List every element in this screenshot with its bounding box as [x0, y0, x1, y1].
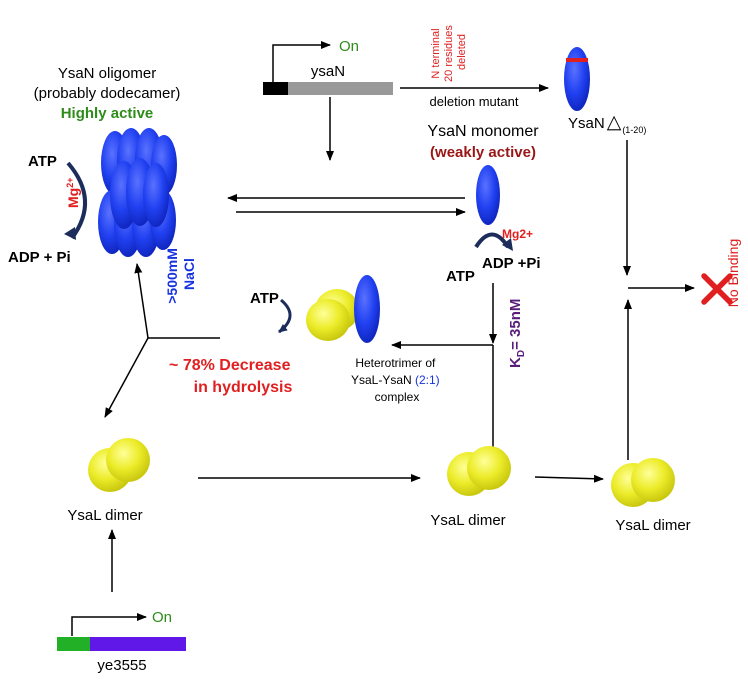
no-binding-cross-icon [701, 273, 733, 305]
ysan-gene [263, 41, 393, 95]
ysan-deletion-mutant-icon [564, 47, 590, 111]
ysan-oligomer-icon [98, 128, 177, 257]
deletion-label: deletion mutant [430, 94, 519, 109]
hydrolysis-decrease: ~ 78% Decrease in hydrolysis [169, 357, 295, 396]
heterotrimer-hydrolysis-arrow [278, 298, 292, 334]
oligomer-atp-label: ATP [28, 153, 57, 170]
oligomer-mg-label: Mg2+ [65, 178, 81, 208]
heterotrimer-complex-icon [306, 275, 380, 343]
monomer-mg-label: Mg2+ [502, 227, 533, 241]
ye3555-gene-name: ye3555 [97, 657, 146, 674]
monomer-hydrolysis-arrow [474, 232, 513, 251]
ye3555-gene-on-label: On [152, 609, 172, 626]
ysal-dimer-right-label: YsaL dimer [615, 517, 690, 534]
ysal-dimer-center-icon [447, 446, 511, 496]
dissociation-arrows [104, 263, 220, 418]
dimer-center-to-right-arrow [534, 474, 604, 483]
ysal-dimer-center-label: YsaL dimer [430, 512, 505, 529]
ysan-gene-on-label: On [339, 38, 359, 55]
monomer-activity: (weakly active) [430, 144, 536, 161]
ysan-monomer-icon [476, 165, 500, 225]
heterotrimer-description: Heterotrimer of YsaL-YsaN (2:1) complex [351, 356, 443, 404]
oligomer-hydrolysis-arrow [64, 161, 87, 240]
oligomer-subtitle: (probably dodecamer) [34, 85, 181, 102]
monomer-title: YsaN monomer [427, 123, 539, 140]
no-binding-label: No Binding [725, 239, 741, 308]
ysan-gene-name: ysaN [311, 63, 345, 80]
oligomer-adp-label: ADP + Pi [8, 249, 71, 266]
ysal-dimer-right-icon [611, 458, 675, 507]
nacl-condition: >500mM NaCl [164, 244, 197, 304]
deletion-note: N terminal 20 residues deleted [430, 22, 468, 82]
ye3555-gene [57, 613, 186, 651]
monomer-atp-label: ATP [446, 268, 475, 285]
ysal-dimer-left-label: YsaL dimer [67, 507, 142, 524]
oligomer-title: YsaN oligomer [58, 65, 156, 82]
kd-value: KD= 35nM [507, 299, 527, 368]
ysal-dimer-left-icon [88, 438, 150, 492]
monomer-adp-label: ADP +Pi [482, 255, 541, 272]
deletion-mutant-label: YsaN△(1-20) [568, 112, 646, 135]
heterotrimer-atp-label: ATP [250, 290, 279, 307]
equilibrium-arrows [227, 194, 466, 216]
oligomer-activity: Highly active [61, 105, 154, 122]
